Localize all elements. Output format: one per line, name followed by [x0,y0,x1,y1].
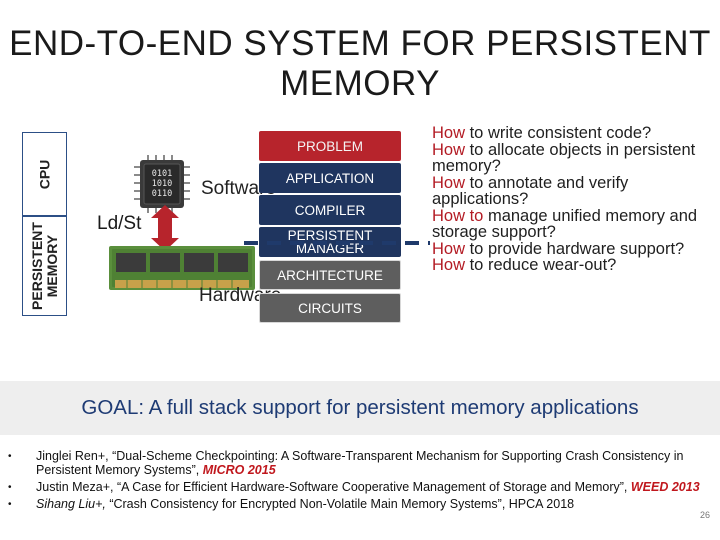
chip-bits-row: 1010 [152,179,172,189]
stack-layer-compiler: COMPILER [259,195,401,225]
question-item: How to manage unified memory and storage… [432,206,698,241]
software-label: Software [201,178,276,199]
reference-item: • Justin Meza+, “A Case for Efficient Ha… [8,480,700,494]
goal-banner: GOAL: A full stack support for persisten… [0,381,720,435]
memory-module-icon [109,246,255,290]
chip-bits-row: 0101 [152,169,172,179]
stack-layer-persistent-manager: PERSISTENT MANAGER [259,227,401,257]
question-item: How to write consistent code? [432,124,652,142]
goal-text: GOAL: A full stack support for persisten… [81,396,639,419]
references-list: • Jinglei Ren+, “Dual-Scheme Checkpointi… [8,449,716,514]
cpu-chip-icon: 0101 1010 0110 [134,155,190,213]
bullet-icon: • [8,499,12,510]
reference-item: • Sihang Liu+, “Crash Consistency for En… [8,497,575,511]
bullet-icon: • [8,451,12,462]
hw-sw-boundary-line [244,241,430,245]
ld-st-label: Ld/St [97,213,142,234]
reference-item: • Jinglei Ren+, “Dual-Scheme Checkpointi… [8,449,684,477]
question-item: How to annotate and verify applications? [432,173,629,208]
persistent-memory-label: PERSISTENT MEMORY [22,216,67,316]
slide-title: END-TO-END SYSTEM FOR PERSISTENT MEMORY [9,24,711,103]
question-item: How to provide hardware support? [432,239,685,258]
bullet-icon: • [8,482,12,493]
slide-number: 26 [699,510,710,520]
stack-layer-application: APPLICATION [259,163,401,193]
chip-bits-row: 0110 [152,189,172,199]
questions-list: How to write consistent code? How to all… [432,125,718,274]
double-arrow-icon [151,205,179,251]
question-item: How to reduce wear-out? [432,256,617,274]
problem-box: PROBLEM [259,131,401,161]
stack-layer-circuits: CIRCUITS [259,293,401,323]
question-item: How to allocate objects in persistent me… [432,140,696,175]
stack-layer-architecture: ARCHITECTURE [259,260,401,290]
cpu-label: CPU [22,132,67,216]
